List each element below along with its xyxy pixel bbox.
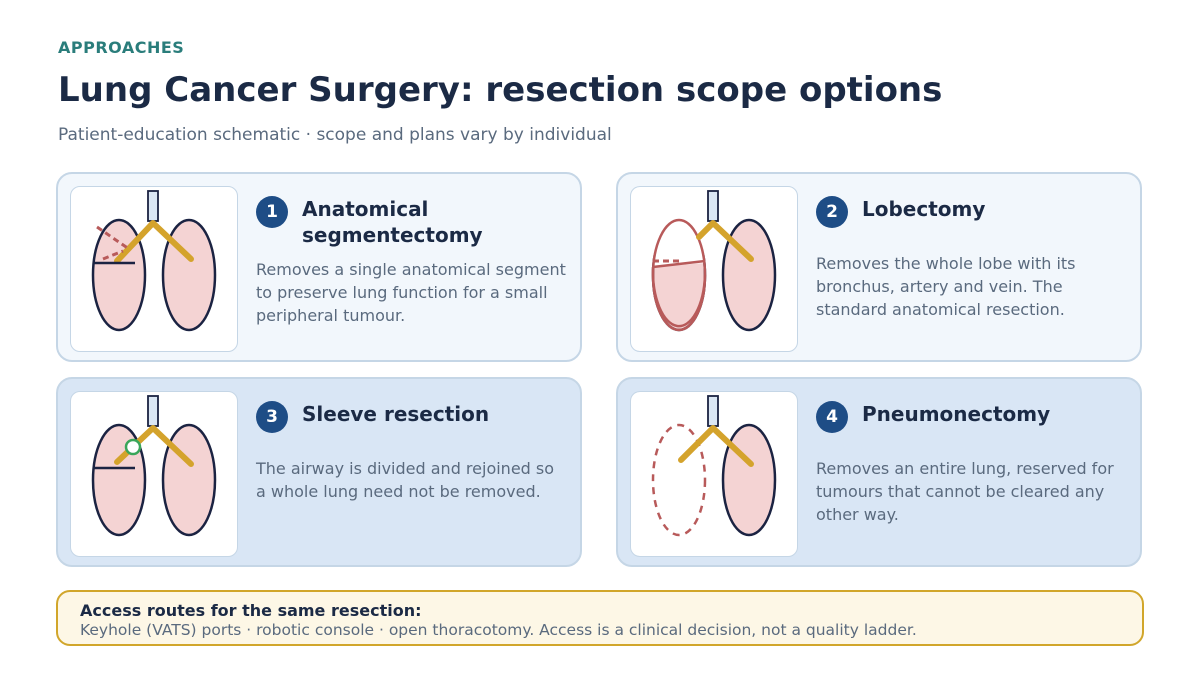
card-sleeve-resection: 3 Sleeve resection The airway is divided… [56, 377, 582, 567]
segment-cut-lines [96, 225, 130, 261]
access-routes-note: Access routes for the same resection: Ke… [56, 590, 1144, 646]
lung-diagram-pneumonectomy [651, 395, 777, 537]
card-desc-lobectomy: Removes the whole lobe with its bronchus… [816, 254, 1076, 319]
page-subtitle: Patient-education schematic · scope and … [58, 125, 612, 145]
card-title-segmentectomy: Anatomical segmentectomy [302, 197, 483, 247]
thumb-segmentectomy [70, 186, 238, 352]
card-pneumonectomy: 4 Pneumonectomy Removes an entire lung, … [616, 377, 1142, 567]
anastomosis-marker [124, 438, 142, 456]
trachea [707, 395, 719, 427]
card-title-sleeve-resection: Sleeve resection [302, 402, 490, 426]
removed-lung-outline [651, 423, 707, 537]
card-title-lobectomy: Lobectomy [862, 197, 986, 221]
step-badge-2: 2 [816, 196, 848, 228]
trachea [147, 395, 159, 427]
airway [678, 425, 754, 467]
thumb-pneumonectomy [630, 391, 798, 557]
note-title: Access routes for the same resection: [80, 601, 422, 620]
eyebrow-label: APPROACHES [58, 38, 185, 57]
lung-diagram-segmentectomy [91, 190, 217, 332]
trachea [147, 190, 159, 222]
note-text: Keyhole (VATS) ports · robotic console ·… [80, 621, 917, 639]
resected-lobe [652, 209, 705, 267]
card-desc-segmentectomy: Removes a single anatomical segment to p… [256, 260, 566, 325]
card-lobectomy: 2 Lobectomy Removes the whole lobe with … [616, 172, 1142, 362]
card-segmentectomy: 1 Anatomical segmentectomy Removes a sin… [56, 172, 582, 362]
thumb-lobectomy [630, 186, 798, 352]
step-badge-3: 3 [256, 401, 288, 433]
airway [696, 220, 754, 262]
step-badge-1: 1 [256, 196, 288, 228]
airway [114, 220, 194, 264]
lung-diagram-lobectomy [651, 190, 777, 332]
card-desc-pneumonectomy: Removes an entire lung, reserved for tum… [816, 459, 1114, 524]
step-badge-4: 4 [816, 401, 848, 433]
trachea [707, 190, 719, 222]
card-desc-sleeve-resection: The airway is divided and rejoined so a … [256, 459, 555, 501]
page-title: Lung Cancer Surgery: resection scope opt… [58, 70, 943, 110]
card-title-pneumonectomy: Pneumonectomy [862, 402, 1051, 426]
fissure-line [652, 259, 706, 269]
thumb-sleeve-resection [70, 391, 238, 557]
lower-lobe-outline [651, 266, 707, 328]
lung-diagram-sleeve [91, 395, 217, 537]
